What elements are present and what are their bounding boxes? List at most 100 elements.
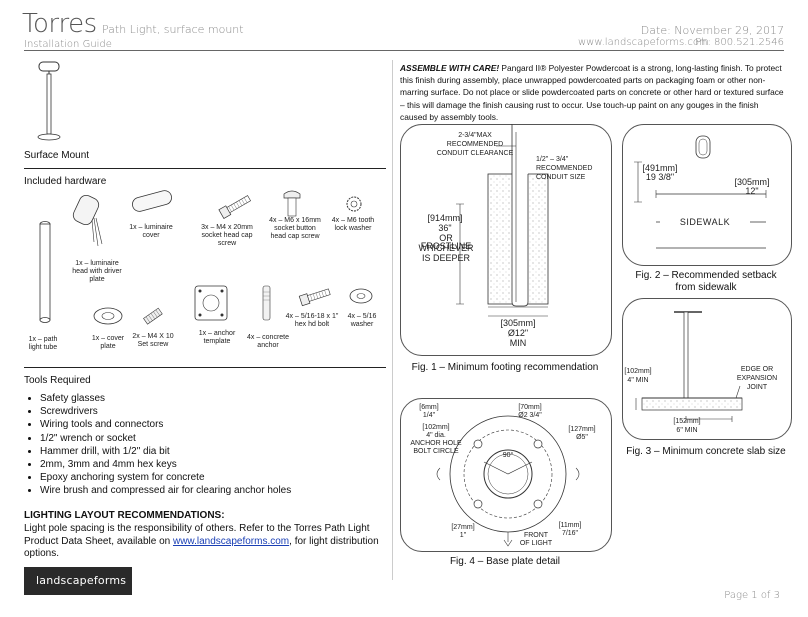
- column-divider: [392, 60, 393, 580]
- layout-text: Light pole spacing is the responsibility…: [24, 523, 384, 561]
- fig1-depth-mm: [914mm]: [427, 213, 463, 223]
- fig1-size-3: CONDUIT SIZE: [536, 174, 586, 181]
- fig4-d-in: Ø5": [576, 434, 588, 441]
- tools-list: Safety glasses Screwdrivers Wiring tools…: [24, 392, 400, 498]
- hw-concrete-anchor: 4x – concrete anchor: [246, 334, 290, 349]
- fig4-g-mm: [11mm]: [558, 522, 582, 529]
- website-link[interactable]: www.landscapeforms.com: [172, 535, 290, 547]
- assemble-note: ASSEMBLE WITH CARE! Pangard II® Polyeste…: [400, 62, 786, 123]
- fig4-drawing: [436, 415, 580, 547]
- tool-item: Screwdrivers: [40, 405, 400, 418]
- brand-logo-text: landscapeforms: [36, 574, 127, 587]
- layout-heading: LIGHTING LAYOUT RECOMMENDATIONS:: [24, 510, 225, 521]
- cap-screw-icon: [218, 195, 251, 219]
- tool-item: Hammer drill, with 1/2" dia bit: [40, 445, 400, 458]
- layout-text-after: , for light distribution options.: [24, 535, 379, 560]
- tool-item: Epoxy anchoring system for concrete: [40, 471, 400, 484]
- fig4-f-1: FRONT: [523, 532, 549, 539]
- fig2-s-in: 12": [745, 186, 759, 196]
- lock-washer-icon: [346, 196, 362, 212]
- luminaire-head-icon: [72, 194, 103, 247]
- hw-cover-plate: 1x – cover plate: [91, 335, 125, 350]
- fig4-a-mm: [6mm]: [419, 404, 439, 411]
- fig3-w-mm: [152mm]: [673, 418, 701, 425]
- fig1-size-1: 1/2" – 3/4": [536, 156, 569, 163]
- fig1-drawing: [456, 124, 549, 317]
- fig4-c-3: ANCHOR HOLE: [410, 440, 462, 447]
- header-rule: [24, 50, 784, 51]
- fig1-width-in: Ø12": [507, 328, 529, 338]
- fig1-width-mm: [305mm]: [500, 318, 536, 328]
- anchor-template-icon: [194, 285, 228, 321]
- fig3-joint-3: JOINT: [746, 384, 768, 391]
- concrete-anchor-icon: [262, 285, 271, 321]
- fig2-caption-1: Fig. 2 – Recommended setback: [635, 270, 777, 281]
- doc-date: Date: November 29, 2017: [640, 24, 784, 37]
- fig4-c-mm: [102mm]: [422, 424, 450, 431]
- fig3-frame: [622, 298, 792, 440]
- hw-tube: 1x – path light tube: [28, 336, 58, 351]
- website-label: www.landscapeforms.com: [578, 37, 709, 48]
- fig4-c-4: BOLT CIRCLE: [413, 448, 459, 455]
- fig2-caption-2: from sidewalk: [675, 282, 737, 293]
- fig4-caption: Fig. 4 – Base plate detail: [449, 556, 561, 567]
- fig3-w-in: 6" MIN: [676, 427, 698, 434]
- fig3-joint-1: EDGE OR: [740, 366, 774, 373]
- path-light-tube-icon: [39, 221, 51, 323]
- divider-2: [24, 367, 386, 368]
- fig4-b-in: Ø2 3/4": [518, 412, 542, 419]
- fig1-max-2: RECOMMENDED: [446, 141, 504, 148]
- fig4-e-mm: [27mm]: [451, 524, 475, 531]
- hw-washer: 4x – 5/16 washer: [347, 313, 377, 328]
- fig1-max-1: 2-3/4"MAX: [458, 132, 492, 139]
- button-head-screw-icon: [283, 190, 301, 217]
- hw-button-screw: 4x – M6 x 16mm socket button head cap sc…: [269, 217, 321, 240]
- fig1-depth-in: 36": [438, 223, 452, 233]
- page-number: Page 1 of 3: [724, 590, 780, 601]
- fig2-h-in: 19 3/8": [645, 172, 675, 182]
- cover-plate-icon: [93, 307, 123, 325]
- fig1-caption: Fig. 1 – Minimum footing recommendation: [411, 362, 599, 373]
- guide-label: Installation Guide: [24, 39, 112, 50]
- hw-anchor-template: 1x – anchor template: [198, 330, 236, 345]
- tool-item: Safety glasses: [40, 392, 400, 405]
- page-subtitle: Path Light, surface mount: [102, 23, 244, 36]
- tool-item: Wiring tools and connectors: [40, 418, 400, 431]
- fig1-max-3: CONDUIT CLEARANCE: [436, 150, 514, 157]
- layout-text-before: Light pole spacing is the responsibility…: [24, 523, 370, 547]
- hex-bolt-icon: [298, 288, 331, 307]
- surface-mount-label: Surface Mount: [24, 150, 90, 161]
- hw-set-screw: 2x – M4 X 10 Set screw: [132, 333, 174, 348]
- hardware-heading: Included hardware: [24, 176, 107, 187]
- tool-item: Wire brush and compressed air for cleari…: [40, 484, 400, 497]
- fig3-joint-2: EXPANSION: [736, 375, 778, 382]
- fig3-caption: Fig. 3 – Minimum concrete slab size: [626, 446, 786, 457]
- fig2-sidewalk: SIDEWALK: [660, 218, 750, 227]
- divider-1: [24, 168, 386, 169]
- fig2-s-mm: [305mm]: [734, 177, 770, 187]
- hw-hex-bolt: 4x – 5/16-18 x 1" hex hd bolt: [285, 313, 339, 328]
- fig1-size-2: RECOMMENDED: [536, 165, 593, 172]
- tool-item: 2mm, 3mm and 4mm hex keys: [40, 458, 400, 471]
- fig3-d-mm: [102mm]: [624, 368, 652, 375]
- fig3-d-in: 4" MIN: [627, 377, 649, 384]
- tools-heading: Tools Required: [24, 375, 91, 386]
- tool-item: 1/2" wrench or socket: [40, 432, 400, 445]
- surface-mount-image: [37, 61, 61, 141]
- fig4-c-in: 4" dia.: [426, 432, 446, 439]
- set-screw-icon: [143, 307, 163, 325]
- fig1-width-min: MIN: [509, 338, 527, 348]
- fig1-depth-3: OR FROSTLINE: [420, 233, 472, 251]
- page-title: Torres: [22, 9, 97, 39]
- hw-lock-washer: 4x – M6 tooth lock washer: [331, 217, 375, 232]
- fig1-depth-5: IS DEEPER: [421, 253, 470, 263]
- hw-cap-screw: 3x – M4 x 20mm socket head cap screw: [201, 224, 253, 247]
- fig4-e-in: 1": [459, 532, 467, 539]
- brand-logo: landscapeforms: [24, 567, 132, 595]
- fig4-g-in: 7/16": [561, 530, 579, 537]
- fig4-f-2: OF LIGHT: [519, 540, 553, 547]
- hardware-illustrations: [39, 190, 373, 325]
- fig4-angle: 90°: [502, 452, 514, 459]
- fig4-a-in: 1/4": [422, 412, 436, 419]
- fig4-d-mm: [127mm]: [568, 426, 596, 433]
